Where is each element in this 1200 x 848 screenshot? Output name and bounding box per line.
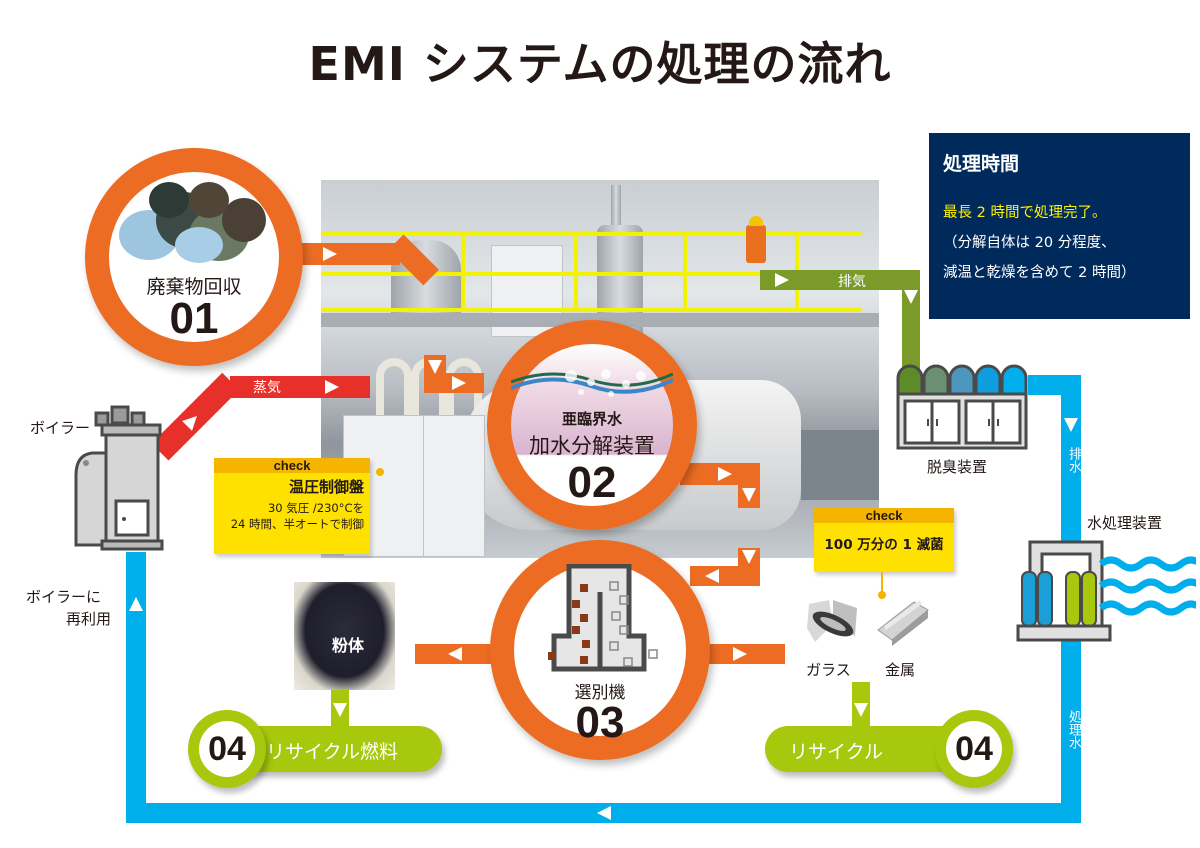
flow-to-03 — [690, 566, 760, 586]
note-check-header: check — [814, 508, 954, 523]
deodorizer-icon — [896, 364, 1032, 456]
processing-time-detail: （分解自体は 20 分程度、 — [943, 235, 1116, 251]
processing-time-detail: 減温と乾燥を含めて 2 時間） — [943, 265, 1136, 281]
flow-arrow-right-icon — [452, 376, 466, 390]
step-03-label: 選別機 — [574, 683, 626, 703]
flow-arrow-down-icon — [333, 703, 347, 717]
powder-label: 粉体 — [332, 636, 365, 655]
separator-machine-icon — [514, 563, 686, 678]
flow-arrow-down-icon — [428, 360, 442, 374]
step-02-sublabel: 亜臨界水 — [561, 410, 622, 428]
worker-figure — [746, 225, 766, 263]
step-04-fuel-number: 04 — [199, 721, 255, 777]
flow-arrow-right-icon — [323, 247, 337, 261]
flow-arrow-down-icon — [742, 550, 756, 564]
step-04-fuel-badge: 04 — [188, 710, 266, 788]
step-01-label: 廃棄物回収 — [146, 276, 242, 298]
subcritical-water-icon — [510, 362, 674, 406]
deodorizer-label: 脱臭装置 — [927, 458, 988, 476]
powder-photo: 粉体 — [294, 582, 395, 690]
drain-line-top — [1028, 375, 1081, 395]
metal-beam-icon — [876, 600, 930, 650]
flow-arrow-down-icon — [1064, 418, 1078, 432]
control-panel-note-line: 30 気圧 /230°Cを — [267, 501, 364, 515]
step-02-label: 加水分解装置 — [529, 434, 655, 458]
flow-arrow-down-icon — [742, 488, 756, 502]
note-check-header: check — [214, 458, 370, 473]
processing-time-highlight: 最長 2 時間で処理完了。 — [943, 205, 1107, 221]
flow-01-to-02 — [300, 243, 400, 265]
control-panel-note-line: 24 時間、半オートで制御 — [230, 517, 364, 531]
boiler-reuse-label: 再利用 — [66, 610, 112, 628]
water-treatment-label: 水処理装置 — [1087, 514, 1163, 532]
boiler-icon — [72, 405, 168, 559]
boiler-reuse-label: ボイラーに — [26, 588, 102, 606]
flow-arrow-right-icon — [718, 467, 732, 481]
flow-arrow-left-icon — [705, 569, 719, 583]
exhaust-line — [760, 270, 920, 290]
step-04-recycle-number: 04 — [946, 721, 1002, 777]
flow-arrow-down-icon — [904, 290, 918, 304]
exhaust-line-down — [902, 270, 920, 370]
page-title: EMI システムの処理の流れ — [308, 37, 892, 91]
metal-label: 金属 — [885, 661, 916, 679]
flow-arrow-right-icon — [325, 380, 339, 394]
glass-label: ガラス — [806, 661, 851, 679]
step-01-number: 01 — [169, 294, 219, 343]
flow-arrow-right-icon — [775, 273, 789, 287]
processing-time-title: 処理時間 — [943, 153, 1020, 175]
water-treatment-icon — [1016, 534, 1200, 650]
garbage-bags-icon — [109, 180, 279, 269]
treated-water-label: 処理水 — [1066, 710, 1081, 749]
glass-icon — [805, 598, 859, 652]
note-pin-line — [881, 572, 883, 594]
drain-label: 排水 — [1066, 447, 1081, 473]
steam-line — [230, 376, 370, 398]
control-panel-note: check 温圧制御盤 30 気圧 /230°Cを 24 時間、半オートで制御 — [214, 458, 370, 554]
step-03-circle: 選別機 03 — [490, 540, 710, 760]
step-04-recycle-badge: 04 — [935, 710, 1013, 788]
step-02-number: 02 — [567, 458, 617, 507]
step-02-circle: 亜臨界水 加水分解装置 02 — [487, 320, 697, 530]
exhaust-label: 排気 — [838, 274, 866, 290]
sterilization-note-title: 100 万分の 1 滅菌 — [824, 537, 944, 553]
control-panel-note-title: 温圧制御盤 — [288, 478, 364, 496]
boiler-label: ボイラー — [30, 419, 91, 437]
sterilization-note: check 100 万分の 1 滅菌 — [814, 508, 954, 572]
flow-arrow-left-icon — [597, 806, 611, 820]
processing-time-box: 処理時間 最長 2 時間で処理完了。 （分解自体は 20 分程度、 減温と乾燥を… — [929, 133, 1190, 319]
flow-arrow-up-icon — [129, 597, 143, 611]
recycle-fuel-label: リサイクル燃料 — [266, 741, 399, 763]
flow-arrow-right-icon — [733, 647, 747, 661]
step-01-circle: 廃棄物回収 01 — [85, 148, 303, 366]
flow-arrow-left-icon — [448, 647, 462, 661]
water-return-line-left — [126, 552, 146, 823]
step-03-number: 03 — [575, 698, 625, 747]
note-pin-dot — [376, 468, 384, 476]
steam-label: 蒸気 — [253, 380, 281, 396]
note-pin-dot — [878, 591, 886, 599]
flow-arrow-down-icon — [854, 703, 868, 717]
recycle-label: リサイクル — [789, 741, 884, 763]
